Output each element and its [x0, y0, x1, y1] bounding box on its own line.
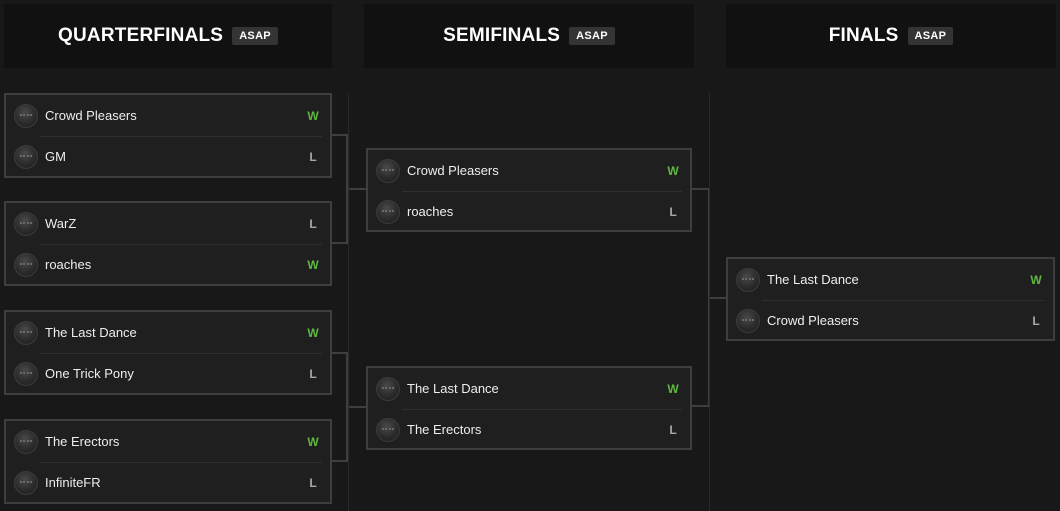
result-badge: L	[309, 366, 317, 381]
team-avatar	[376, 376, 400, 401]
result-badge: W	[667, 163, 679, 178]
result-badge: L	[1032, 313, 1040, 328]
result-badge: L	[669, 204, 677, 219]
team-row[interactable]: Crowd Pleasers L	[728, 300, 1053, 341]
team-row[interactable]: Crowd Pleasers W	[6, 95, 330, 136]
team-name: The Last Dance	[767, 272, 859, 287]
schedule-badge: ASAP	[907, 27, 954, 45]
team-avatar	[14, 320, 38, 345]
team-name: One Trick Pony	[45, 366, 134, 381]
round-title: SEMIFINALS	[443, 25, 561, 46]
schedule-badge: ASAP	[569, 27, 615, 45]
team-avatar	[14, 470, 38, 495]
team-row[interactable]: roaches L	[368, 191, 690, 232]
round-title: FINALS	[828, 25, 899, 46]
result-badge: W	[667, 381, 679, 396]
team-avatar	[736, 267, 760, 292]
team-name: WarZ	[45, 216, 77, 231]
team-avatar	[14, 429, 38, 454]
team-row[interactable]: InfiniteFR L	[6, 462, 330, 503]
bracket-connector	[346, 406, 366, 408]
result-badge: W	[307, 108, 319, 123]
team-name: The Erectors	[407, 422, 482, 437]
team-name: GM	[45, 149, 66, 164]
team-name: Crowd Pleasers	[407, 163, 499, 178]
team-row[interactable]: WarZ L	[6, 203, 330, 244]
round-title: QUARTERFINALS	[58, 25, 224, 46]
column-divider	[709, 93, 710, 511]
team-name: roaches	[407, 204, 454, 219]
team-row[interactable]: One Trick Pony L	[6, 353, 330, 394]
semifinal-match-2[interactable]: The Last Dance W The Erectors L	[366, 366, 692, 450]
team-name: The Erectors	[45, 434, 120, 449]
team-avatar	[376, 417, 400, 442]
result-badge: L	[309, 216, 317, 231]
bracket-connector	[330, 134, 348, 136]
bracket-connector	[330, 242, 348, 244]
team-name: Crowd Pleasers	[767, 313, 859, 328]
team-avatar	[376, 199, 400, 224]
team-name: InfiniteFR	[45, 475, 101, 490]
result-badge: L	[669, 422, 677, 437]
team-row[interactable]: The Last Dance W	[368, 368, 690, 409]
team-avatar	[14, 103, 38, 128]
team-avatar	[14, 361, 38, 386]
round-header-quarterfinals: QUARTERFINALS ASAP	[4, 4, 332, 68]
team-row[interactable]: Crowd Pleasers W	[368, 150, 690, 191]
team-row[interactable]: The Erectors L	[368, 409, 690, 450]
team-name: Crowd Pleasers	[45, 108, 137, 123]
bracket-connector	[708, 297, 726, 299]
bracket-connector	[346, 188, 366, 190]
bracket-connector	[692, 405, 710, 407]
column-divider	[348, 93, 349, 511]
team-row[interactable]: The Last Dance W	[6, 312, 330, 353]
result-badge: W	[307, 257, 319, 272]
bracket-connector	[330, 352, 348, 354]
result-badge: L	[309, 475, 317, 490]
quarterfinal-match-4[interactable]: The Erectors W InfiniteFR L	[4, 419, 332, 504]
bracket-connector	[692, 188, 710, 190]
team-avatar	[376, 158, 400, 183]
result-badge: W	[307, 434, 319, 449]
quarterfinal-match-3[interactable]: The Last Dance W One Trick Pony L	[4, 310, 332, 395]
result-badge: L	[309, 149, 317, 164]
result-badge: W	[307, 325, 319, 340]
team-row[interactable]: The Last Dance W	[728, 259, 1053, 300]
team-name: The Last Dance	[407, 381, 499, 396]
bracket-connector	[330, 460, 348, 462]
team-avatar	[14, 144, 38, 169]
schedule-badge: ASAP	[232, 27, 278, 45]
team-avatar	[14, 252, 38, 277]
quarterfinal-match-1[interactable]: Crowd Pleasers W GM L	[4, 93, 332, 178]
quarterfinal-match-2[interactable]: WarZ L roaches W	[4, 201, 332, 286]
round-header-finals: FINALS ASAP	[726, 4, 1056, 68]
team-avatar	[736, 308, 760, 333]
final-match[interactable]: The Last Dance W Crowd Pleasers L	[726, 257, 1055, 341]
round-header-semifinals: SEMIFINALS ASAP	[364, 4, 694, 68]
team-row[interactable]: The Erectors W	[6, 421, 330, 462]
team-name: The Last Dance	[45, 325, 137, 340]
team-avatar	[14, 211, 38, 236]
result-badge: W	[1030, 272, 1042, 287]
semifinal-match-1[interactable]: Crowd Pleasers W roaches L	[366, 148, 692, 232]
team-row[interactable]: roaches W	[6, 244, 330, 285]
team-row[interactable]: GM L	[6, 136, 330, 177]
team-name: roaches	[45, 257, 92, 272]
